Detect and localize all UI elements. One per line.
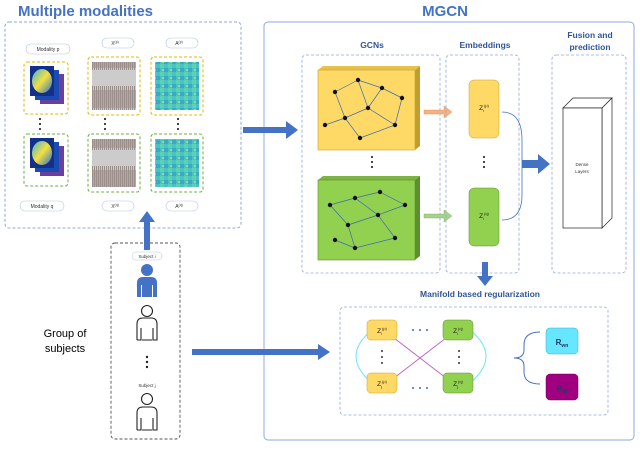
- manifold-dots-top: [412, 329, 428, 331]
- embedding-dots: [482, 155, 486, 169]
- gcn-top-topface: [318, 66, 420, 70]
- signal-image-bottom: [92, 139, 136, 187]
- a-top-pill: [165, 37, 199, 49]
- signal-group-bottom: [87, 133, 141, 193]
- gcn-bottom-side: [415, 176, 420, 260]
- matrix-group-top: [150, 56, 204, 116]
- matrix-image-bottom: [155, 139, 199, 187]
- manifold-dots-bottom: [412, 387, 428, 389]
- dense-label-2: Layers: [575, 169, 589, 174]
- embedding-top: [468, 79, 500, 139]
- embeddings-box: [445, 54, 520, 274]
- mgcn-panel: [263, 21, 635, 441]
- manifold-node-zj-q-label: Zj(q): [453, 379, 463, 389]
- mgcn-title: MGCN: [422, 3, 468, 20]
- subject-j-person-icon: [136, 392, 158, 431]
- embeddings-label: Embeddings: [459, 40, 510, 50]
- manifold-dots-right: [458, 350, 460, 364]
- subject-i-label: Subject i: [138, 254, 155, 259]
- left-dots: [38, 117, 180, 131]
- cross-line-2: [393, 337, 447, 379]
- x-top-pill: [101, 37, 135, 49]
- embedding-bottom: [468, 187, 500, 247]
- arrow-embed-to-manifold: [477, 262, 493, 286]
- brain-image-bottom: [32, 141, 52, 165]
- gcn-graph-top-nodes: [322, 77, 405, 141]
- gcn-graph-bottom: [317, 179, 416, 261]
- x-bottom-label: X(q): [111, 203, 119, 210]
- arrow-subjects-to-modalities: [139, 211, 155, 250]
- subject-i-pill: [131, 251, 163, 261]
- arrow-subjects-to-manifold: [192, 344, 330, 360]
- manifold-arc-left: [355, 329, 373, 384]
- fusion-box: [551, 54, 627, 274]
- manifold-node-zj-p: [366, 372, 398, 394]
- r-bt-box: [545, 373, 579, 401]
- group-label-1: Group of: [44, 328, 88, 340]
- modality-p-label: Modality p: [37, 47, 60, 53]
- arrow-gcn-bottom-to-embed: [423, 209, 453, 223]
- manifold-node-zi-q-label: Zi(q): [453, 326, 463, 336]
- a-top-label: A(p): [175, 40, 183, 47]
- manifold-node-zi-p-label: Zi(p): [377, 326, 387, 336]
- manifold-box: [339, 306, 609, 416]
- left-panel-title: Multiple modalities: [18, 3, 153, 20]
- group-label-2: subjects: [45, 343, 86, 355]
- fusion-label-2: prediction: [569, 42, 610, 52]
- modality-q-pill: [19, 200, 65, 212]
- left-panel: [4, 21, 242, 229]
- r-bt-label: Rbt: [557, 384, 568, 395]
- gcn-graph-bottom-edges: [329, 191, 406, 249]
- dense-layer-front: [562, 107, 603, 229]
- subject-j-label: Subject j: [138, 383, 155, 388]
- modality-p-pill: [25, 43, 71, 55]
- gcn-bottom-topface: [318, 176, 420, 180]
- brain-image-top: [32, 69, 52, 93]
- dense-label-1: Dense: [575, 162, 589, 167]
- signal-group-top: [87, 56, 141, 116]
- x-top-label: X(p): [111, 40, 119, 47]
- arrow-gcn-top-to-embed: [423, 105, 453, 119]
- brain-group-bottom: [23, 133, 69, 187]
- manifold-brace: [513, 331, 541, 385]
- manifold-node-zj-q: [442, 372, 474, 394]
- a-bottom-label: A(q): [175, 203, 183, 210]
- r-wn-box: [545, 327, 579, 355]
- signal-image-top: [92, 62, 136, 110]
- gcn-graph-top-edges: [324, 79, 403, 139]
- gcn-top-side: [415, 66, 420, 150]
- subject-dots: [145, 355, 149, 369]
- embedding-bottom-label: Zi(q): [479, 211, 489, 221]
- manifold-node-zi-q: [442, 319, 474, 341]
- manifold-node-zi-p: [366, 319, 398, 341]
- manifold-arc-right: [469, 329, 487, 384]
- dense-layer-side: [601, 97, 613, 229]
- arrow-modalities-to-mgcn: [243, 121, 298, 139]
- gcn-dots: [370, 155, 374, 169]
- matrix-image-top: [155, 62, 199, 110]
- brain-group-top: [23, 61, 69, 115]
- a-bottom-pill: [165, 200, 199, 212]
- manifold-node-zj-p-label: Zj(p): [377, 379, 387, 389]
- subject-i-person-icon: [137, 264, 157, 297]
- manifold-dots-left: [381, 350, 383, 364]
- manifold-label: Manifold based regularization: [420, 289, 540, 299]
- modality-q-label: Modality q: [31, 204, 54, 210]
- embedding-top-label: Zi(p): [479, 103, 489, 113]
- x-bottom-pill: [101, 200, 135, 212]
- fusion-label-1: Fusion and: [567, 30, 612, 40]
- gcns-label: GCNs: [360, 40, 384, 50]
- subject-person-icon-2: [136, 304, 158, 341]
- gcn-graph-bottom-nodes: [327, 189, 408, 251]
- gcn-graph-top: [317, 69, 416, 151]
- matrix-group-bottom: [150, 133, 204, 193]
- r-wn-label: Rwn: [556, 338, 569, 349]
- gcns-box: [301, 54, 441, 274]
- arrow-embed-to-dense: [522, 154, 550, 174]
